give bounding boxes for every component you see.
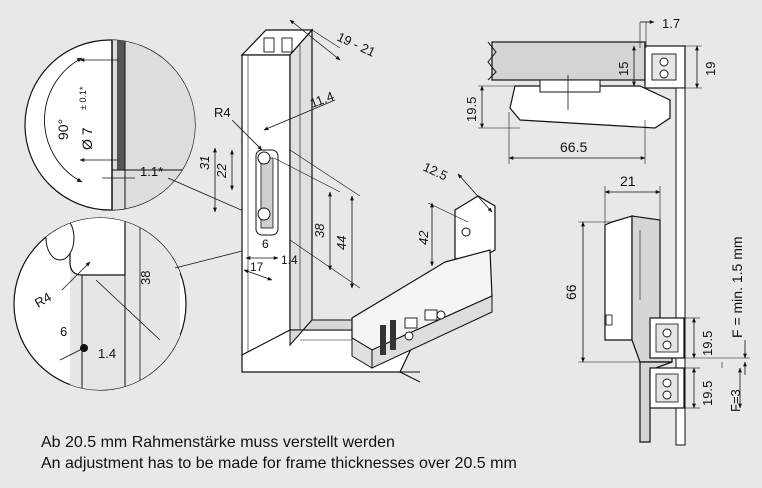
radius-label: R4 (32, 289, 54, 310)
height-44-dimension: 44 (334, 236, 349, 250)
edge-1-4-dimension: 1.4 (281, 253, 298, 267)
side-height-dimension: 66 (563, 284, 579, 300)
hinge-height-dimension: 42 (416, 230, 431, 245)
edge-label: 1.4 (98, 346, 116, 361)
width-17-dimension: 17 (250, 260, 264, 274)
profile-dimension: 19 - 21 (335, 29, 378, 60)
slot-6-dimension: 6 (262, 237, 269, 251)
detail-circle-top: 90° Ø 7 ± 0.1* 1.1* (24, 39, 196, 211)
caption-english: An adjustment has to be made for frame t… (41, 455, 517, 472)
height-22-dimension: 22 (214, 163, 229, 179)
section-side-view: 21 66 19.5 19.5 F = min. 1.5 mm F (563, 173, 750, 443)
side-width-dimension: 21 (620, 173, 636, 189)
hole-diameter-label: Ø 7 (79, 127, 95, 150)
detail-circle-bottom: R4 38 6 1.4 (13, 217, 187, 391)
leader-line (167, 177, 256, 217)
hinge-offset-dimension: 12.5 (421, 159, 450, 183)
f-min-label: F = min. 1.5 mm (729, 236, 745, 338)
radius-dimension: R4 (214, 105, 231, 120)
f-label: F=3 (728, 389, 743, 412)
height-15-dimension: 15 (616, 62, 631, 76)
height-31-dimension: 31 (197, 156, 212, 170)
hinge-view: 42 12.5 (351, 159, 496, 369)
width-label: 6 (60, 324, 67, 339)
section-top-view: 1.7 15 19 19.5 66.5 (464, 16, 718, 446)
offset-label: 1.1* (140, 164, 163, 179)
height-19-dimension: 19 (703, 62, 718, 76)
gap-dimension: 1.7 (662, 16, 680, 31)
width-dimension: 66.5 (560, 139, 587, 155)
lower-gap-dimension: 19.5 (700, 381, 715, 406)
height-19-5-dimension: 19.5 (464, 97, 479, 122)
height-38-dimension: 38 (312, 223, 327, 238)
caption-german: Ab 20.5 mm Rahmenstärke muss verstellt w… (41, 434, 395, 451)
tolerance-label: ± 0.1* (78, 86, 88, 110)
upper-gap-dimension: 19.5 (700, 331, 715, 356)
angle-label: 90° (55, 119, 71, 140)
depth-label: 38 (138, 271, 153, 285)
